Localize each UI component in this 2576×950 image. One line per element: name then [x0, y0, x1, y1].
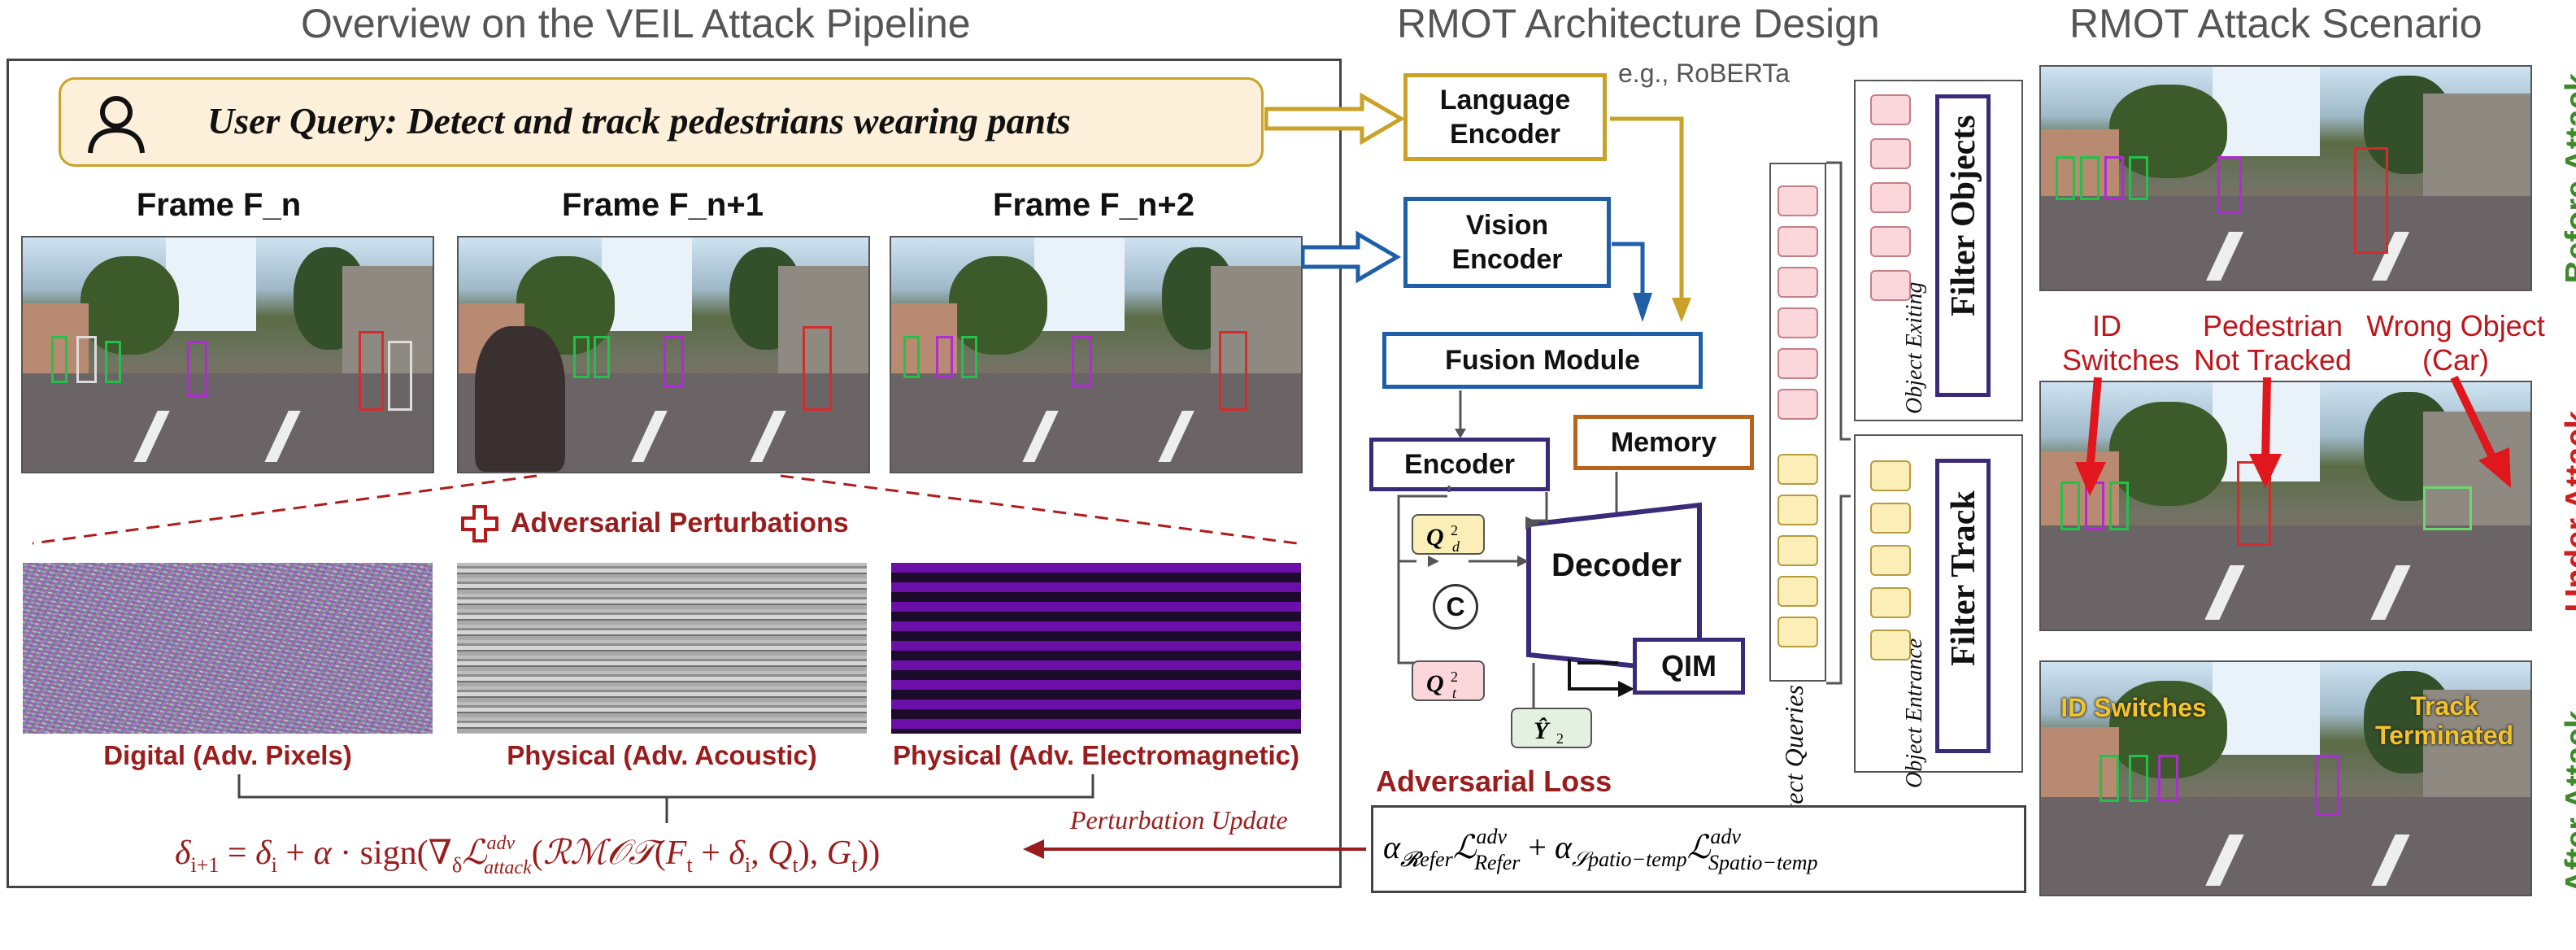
attack-arrows	[2075, 375, 2511, 496]
fusion-module-box: Fusion Module	[1382, 332, 1703, 389]
svg-text:Ŷ: Ŷ	[1534, 717, 1551, 744]
not-tracked-annotation: Pedestrian Not Tracked	[2193, 309, 2352, 377]
acoustic-stripe-pattern	[457, 563, 867, 734]
filter-objects-box	[1935, 94, 1991, 397]
concat-node: C	[1433, 584, 1478, 630]
frame-title-n: Frame F_n	[136, 187, 302, 223]
frame-title-n2: Frame F_n+2	[993, 187, 1194, 223]
filter-track-box	[1935, 459, 1991, 753]
electromagnetic-stripe-pattern	[891, 563, 1301, 734]
id-switches-annotation: ID Switches	[2062, 309, 2180, 377]
filter-track-label: Filter Track	[1945, 490, 1982, 666]
architecture-title: RMOT Architecture Design	[1397, 1, 1880, 46]
electromagnetic-label: Physical (Adv. Electromagnetic)	[892, 740, 1300, 770]
under-attack-image	[2039, 381, 2532, 631]
frame-image-n	[21, 236, 434, 473]
decoder-label: Decoder	[1551, 547, 1682, 583]
decoder-wiring	[1397, 390, 1702, 720]
svg-text:2: 2	[1451, 669, 1458, 685]
scenario-title: RMOT Attack Scenario	[2069, 1, 2482, 46]
before-attack-label: Before Attack	[2559, 72, 2576, 284]
object-exiting-label: Object Exiting	[1902, 281, 1927, 414]
object-entrance-label: Object Entrance	[1902, 638, 1927, 788]
encoder-to-fusion-arrows	[1610, 116, 1691, 322]
acoustic-label: Physical (Adv. Acoustic)	[507, 740, 817, 770]
perturbation-bracket	[237, 774, 1094, 823]
frame-image-n2	[890, 236, 1303, 473]
digital-noise-pattern	[23, 563, 433, 734]
vision-encoder-box: Vision Encoder	[1403, 197, 1611, 288]
svg-text:d: d	[1452, 538, 1460, 555]
memory-box: Memory	[1573, 415, 1754, 470]
wrong-object-annotation: Wrong Object (Car)	[2366, 309, 2545, 377]
before-attack-image	[2039, 65, 2532, 291]
after-id-switches-annotation: ID Switches	[2060, 693, 2207, 722]
query-to-language-arrow	[1264, 92, 1405, 146]
frames-to-vision-arrow	[1301, 230, 1401, 284]
overview-title: Overview on the VEIL Attack Pipeline	[301, 1, 971, 46]
concat-label: C	[1446, 591, 1465, 621]
after-attack-label: After Attack	[2559, 710, 2576, 894]
roberta-note: e.g., RoBERTa	[1618, 59, 1791, 88]
perturbations-heading: Adversarial Perturbations	[511, 508, 849, 538]
after-attack-image	[2039, 660, 2532, 896]
language-encoder-box: Language Encoder	[1403, 73, 1607, 161]
track-terminated-annotation: Track Terminated	[2374, 691, 2514, 750]
svg-text:t: t	[1452, 685, 1457, 701]
user-icon	[88, 96, 145, 154]
svg-text:Q: Q	[1426, 670, 1444, 697]
digital-label: Digital (Adv. Pixels)	[103, 740, 352, 770]
qim-box: QIM	[1633, 638, 1745, 695]
under-attack-label: Under Attack	[2559, 411, 2576, 612]
frame-image-n1	[457, 236, 870, 473]
frame-title-n1: Frame F_n+1	[562, 187, 764, 223]
encoder-box: Encoder	[1369, 438, 1550, 491]
filter-objects-label: Filter Objects	[1945, 115, 1982, 316]
svg-text:2: 2	[1451, 522, 1458, 538]
overview-panel	[7, 59, 1342, 888]
queries-bracket	[1826, 161, 1851, 685]
plus-icon	[461, 505, 498, 543]
user-query-text: User Query: Detect and track pedestrians…	[207, 100, 1071, 142]
adversarial-loss-heading: Adversarial Loss	[1376, 765, 1612, 798]
user-query-box: User Query: Detect and track pedestrians…	[59, 77, 1264, 167]
update-arrow	[1023, 839, 1366, 859]
svg-text:2: 2	[1556, 730, 1564, 747]
projection-lines	[32, 474, 1298, 545]
svg-text:Q: Q	[1426, 524, 1444, 551]
update-label: Perturbation Update	[1070, 805, 1288, 835]
